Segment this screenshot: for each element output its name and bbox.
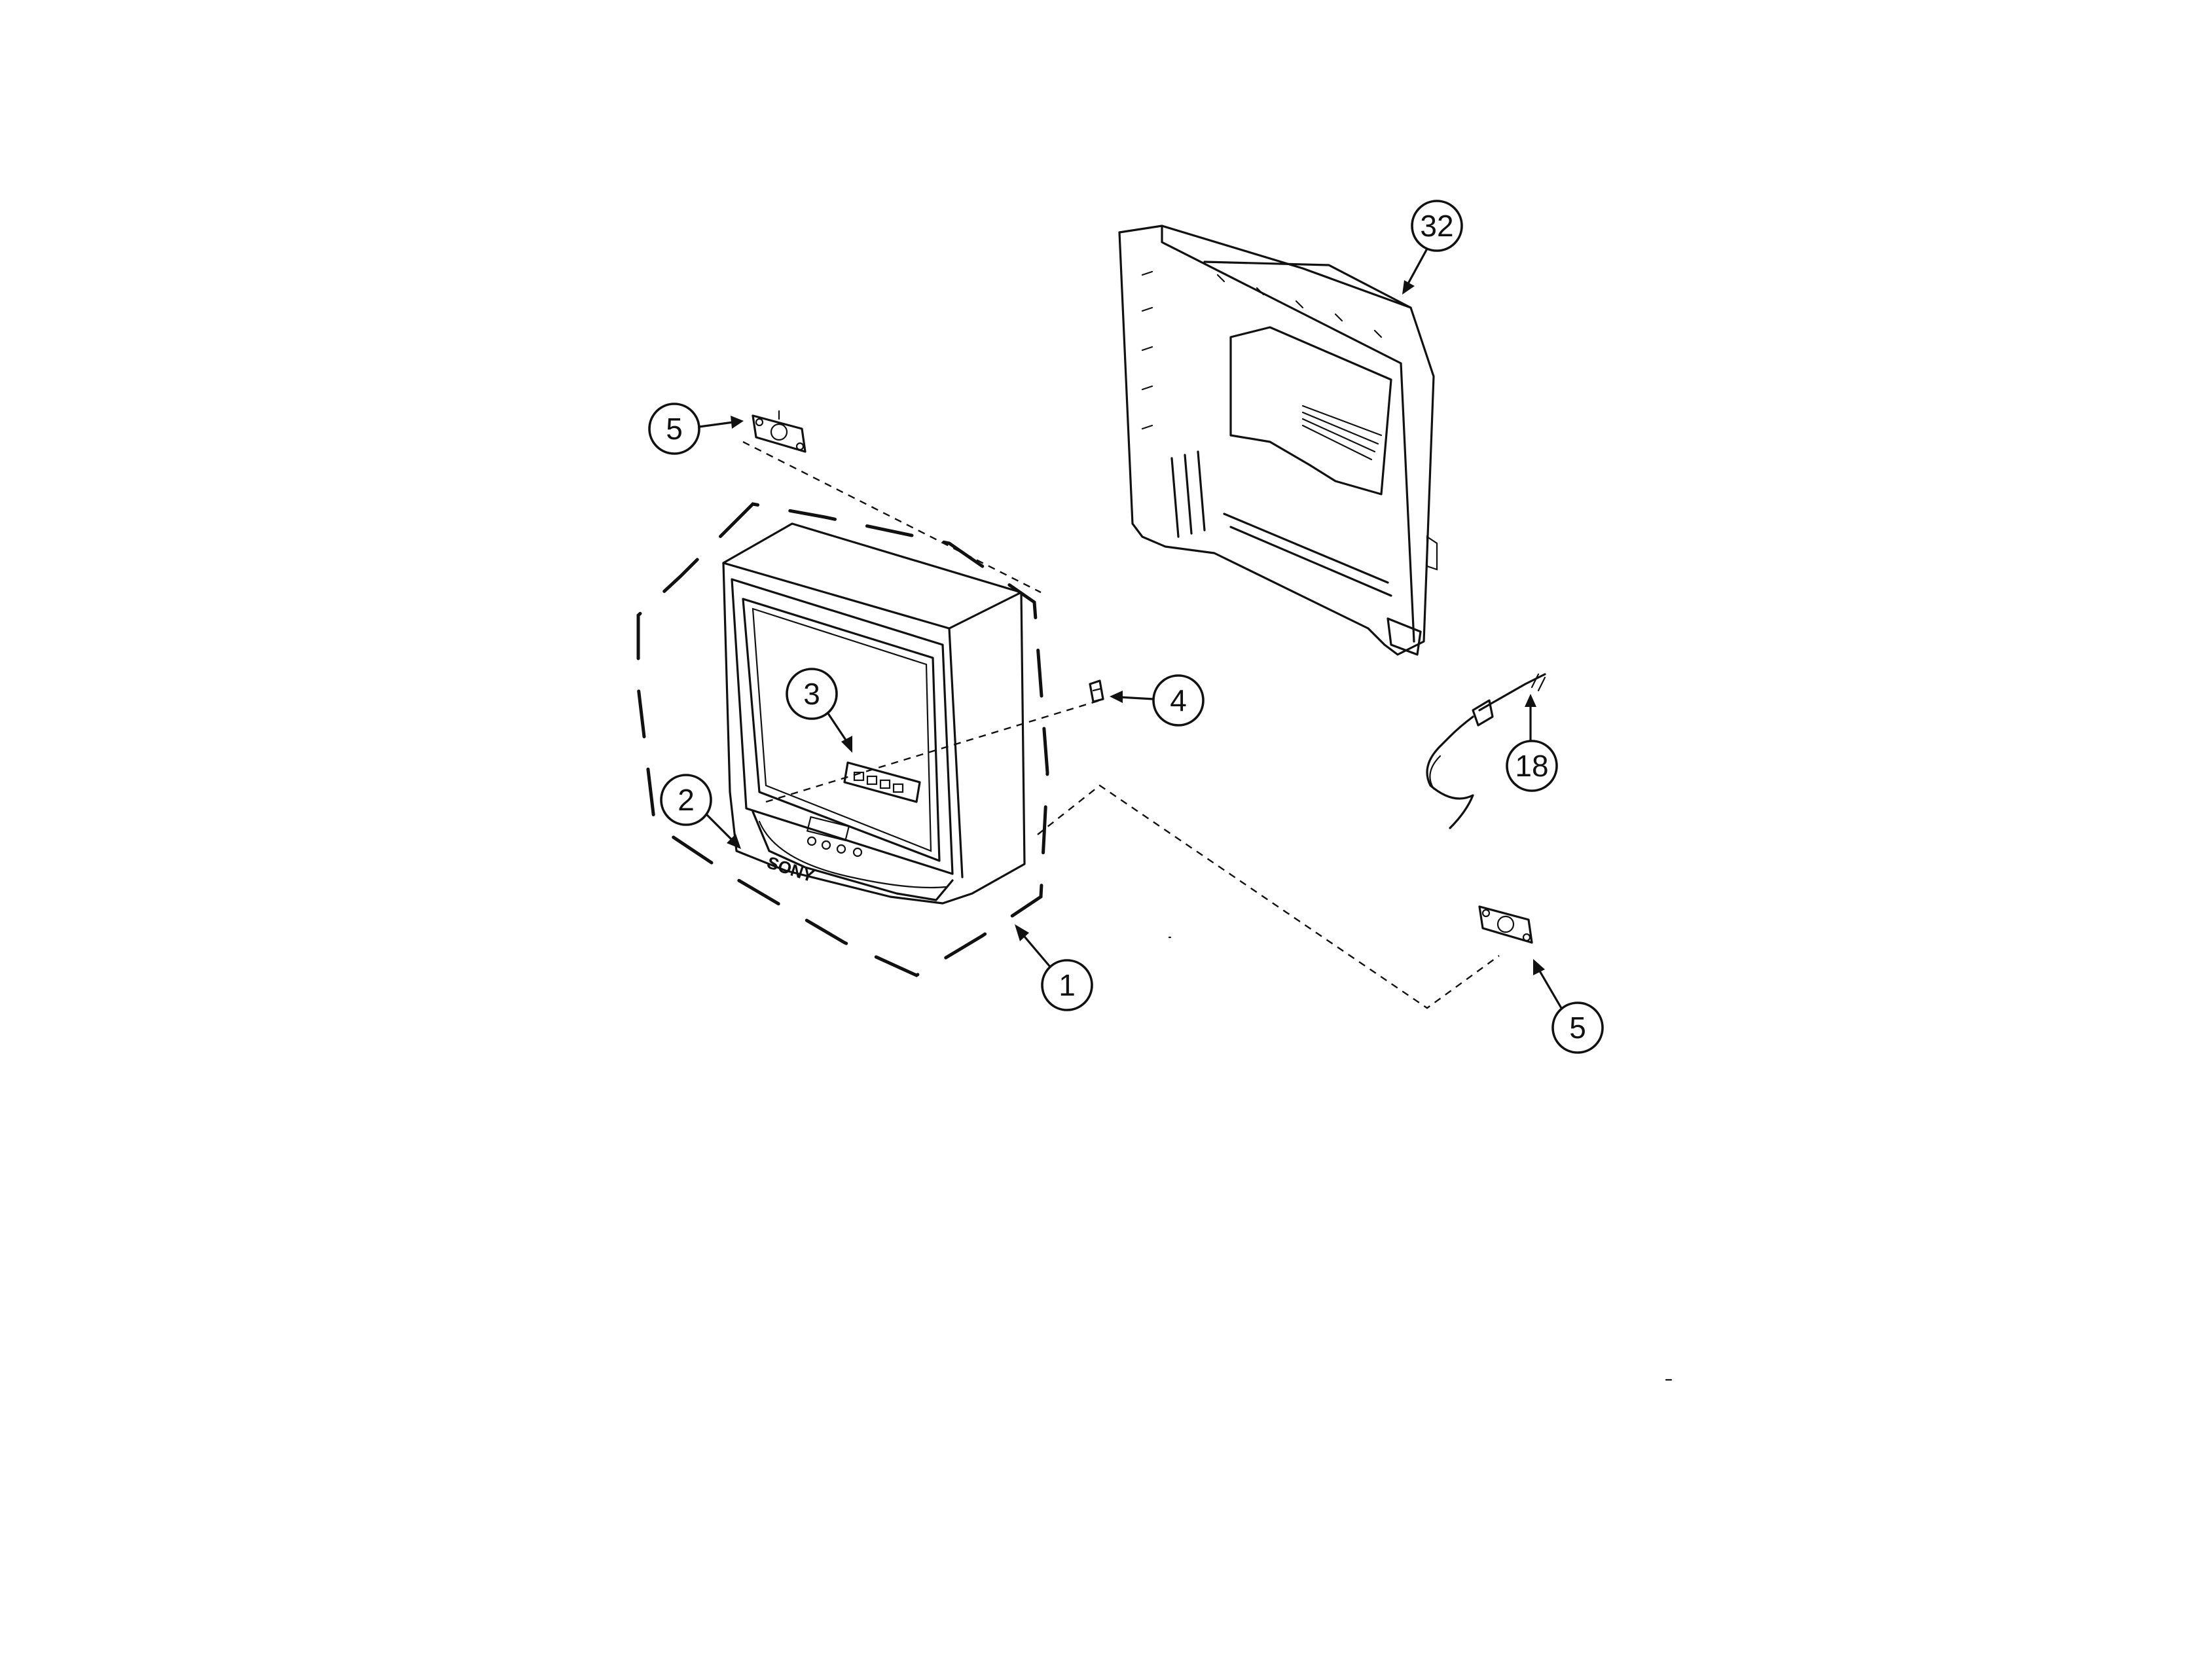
callout-5-bottom: 5: [1533, 959, 1604, 1054]
callout-18-label: 18: [1515, 749, 1548, 783]
callout-1: 1: [1015, 924, 1093, 1011]
power-cord: [1426, 673, 1546, 829]
callout-3: 3: [786, 668, 852, 753]
callout-32-label: 32: [1420, 209, 1453, 243]
connection-lines: [742, 441, 1500, 1009]
front-cabinet-assembly: SONY: [636, 502, 1049, 977]
callout-5-top-label: 5: [666, 412, 683, 446]
tv-cabinet-outline: [722, 522, 1026, 905]
callout-32: 32: [1402, 200, 1463, 295]
callout-1-label: 1: [1059, 968, 1076, 1002]
bracket-top: [752, 410, 807, 453]
callout-4-label: 4: [1170, 683, 1187, 717]
callout-2: 2: [660, 774, 741, 849]
tv-cabinet-side-face: [948, 627, 964, 878]
tv-screen-inner: [752, 607, 932, 852]
callout-5-top: 5: [648, 403, 744, 455]
tv-front-bezel: [731, 578, 954, 875]
callout-5-bottom-label: 5: [1569, 1011, 1586, 1045]
tv-screen: [742, 598, 941, 862]
assembly-group-outline: [636, 502, 1049, 977]
rear-cover: [1118, 225, 1438, 656]
callout-18: 18: [1506, 694, 1558, 792]
callout-2-label: 2: [678, 783, 695, 817]
tv-lower-panel: [752, 810, 954, 901]
callout-3-label: 3: [803, 677, 820, 711]
control-button-board: [843, 761, 921, 803]
callout-4: 4: [1110, 674, 1205, 727]
tv-lower-panel-curve: [758, 820, 947, 889]
tv-cabinet-top-face: [722, 562, 1023, 630]
clip-part: [1089, 679, 1104, 703]
sony-logo: SONY: [765, 852, 816, 886]
front-control-buttons: [806, 816, 863, 857]
bracket-bottom: [1478, 905, 1533, 944]
